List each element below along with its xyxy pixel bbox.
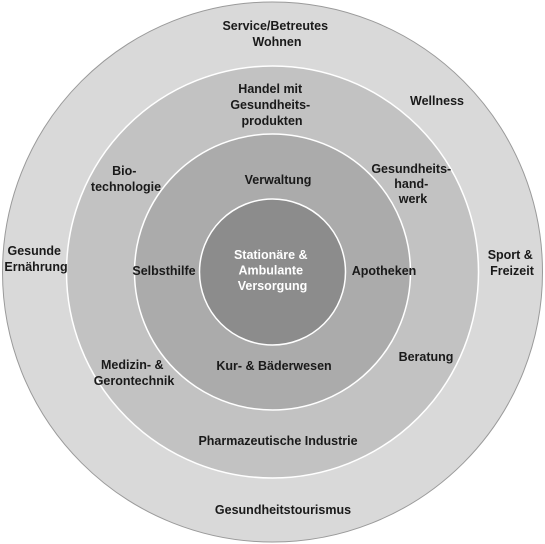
label-line: technologie bbox=[91, 180, 161, 194]
label-beratung: Beratung bbox=[399, 350, 454, 364]
label-line: Gerontechnik bbox=[94, 374, 175, 388]
label-line: Freizeit bbox=[490, 264, 535, 278]
core-label-line: Ambulante bbox=[238, 264, 303, 278]
label-line: Beratung bbox=[399, 350, 454, 364]
label-line: Verwaltung bbox=[245, 173, 312, 187]
label-line: Kur- & Bäderwesen bbox=[216, 359, 331, 373]
label-selbsthilfe: Selbsthilfe bbox=[132, 264, 195, 278]
label-line: produkten bbox=[241, 114, 302, 128]
label-pharmazeutische-industrie: Pharmazeutische Industrie bbox=[198, 434, 357, 448]
label-line: werk bbox=[398, 192, 428, 206]
label-wellness: Wellness bbox=[410, 94, 464, 108]
label-sport-freizeit: Sport & Freizeit bbox=[488, 248, 537, 278]
label-service-betreutes-wohnen: Service/Betreutes Wohnen bbox=[222, 19, 331, 49]
label-line: Gesundheits- bbox=[371, 162, 451, 176]
label-kur-baederwesen: Kur- & Bäderwesen bbox=[216, 359, 331, 373]
label-line: Gesunde bbox=[8, 244, 62, 258]
label-gesunde-ernaehrung: Gesunde Ernährung bbox=[4, 244, 67, 274]
label-line: hand- bbox=[394, 177, 428, 191]
label-line: Wohnen bbox=[252, 35, 301, 49]
core-label-line: Stationäre & bbox=[234, 248, 308, 262]
label-line: Service/Betreutes bbox=[222, 19, 328, 33]
core-label-line: Versorgung bbox=[238, 279, 307, 293]
label-line: Selbsthilfe bbox=[132, 264, 195, 278]
label-gesundheitshandwerk: Gesundheits- hand- werk bbox=[371, 162, 454, 206]
label-line: Sport & bbox=[488, 248, 533, 262]
label-medizin-gerontechnik: Medizin- & Gerontechnik bbox=[94, 358, 175, 388]
label-line: Bio- bbox=[112, 164, 136, 178]
label-line: Handel mit bbox=[238, 82, 303, 96]
label-line: Ernährung bbox=[4, 260, 67, 274]
label-biotechnologie: Bio- technologie bbox=[91, 164, 161, 194]
label-line: Wellness bbox=[410, 94, 464, 108]
label-handel-gesundheitsprodukte: Handel mit Gesundheits- produkten bbox=[230, 82, 313, 128]
label-gesundheitstourismus: Gesundheitstourismus bbox=[215, 503, 351, 517]
label-line: Gesundheits- bbox=[230, 98, 310, 112]
core-circle bbox=[198, 198, 347, 346]
label-verwaltung: Verwaltung bbox=[245, 173, 312, 187]
label-apotheken: Apotheken bbox=[352, 264, 417, 278]
label-line: Apotheken bbox=[352, 264, 417, 278]
label-line: Pharmazeutische Industrie bbox=[198, 434, 357, 448]
label-line: Gesundheitstourismus bbox=[215, 503, 351, 517]
label-line: Medizin- & bbox=[101, 358, 164, 372]
core-label: Stationäre & Ambulante Versorgung bbox=[234, 248, 311, 293]
